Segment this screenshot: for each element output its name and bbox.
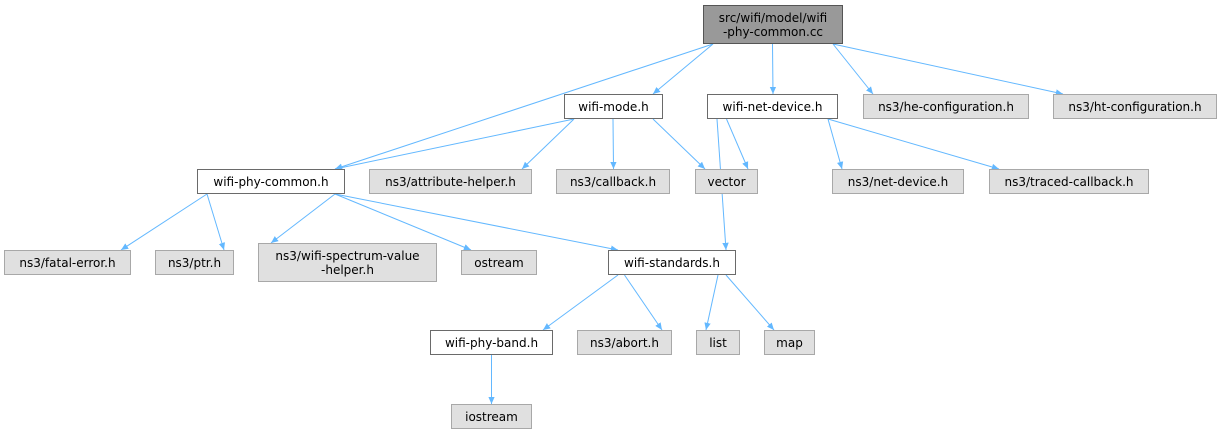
ht-configuration-h-node[interactable]: ns3/ht-configuration.h [1053, 94, 1217, 119]
node-label: map [776, 335, 803, 350]
node-label: ns3/abort.h [590, 335, 659, 350]
node-label: vector [707, 174, 746, 189]
vector-node[interactable]: vector [695, 169, 758, 194]
edge-wifi_mode-to-callback [610, 118, 617, 170]
node-label: wifi-phy-band.h [444, 335, 539, 350]
root-file-node[interactable]: src/wifi/model/wifi -phy-common.cc [703, 5, 843, 44]
callback-h-node[interactable]: ns3/callback.h [556, 169, 670, 194]
wifi-phy-common-h-node[interactable]: wifi-phy-common.h [197, 169, 345, 194]
node-label: ns3/wifi-spectrum-value -helper.h [275, 248, 420, 277]
fatal-error-h-node[interactable]: ns3/fatal-error.h [4, 250, 131, 275]
traced-callback-h-node[interactable]: ns3/traced-callback.h [989, 169, 1149, 194]
edge-wifi_mode-to-attribute_helper [521, 118, 575, 170]
abort-h-node[interactable]: ns3/abort.h [577, 330, 672, 355]
edge-wifi_mode-to-wifi_phy_common [334, 118, 575, 171]
wifi-mode-h-node[interactable]: wifi-mode.h [564, 94, 663, 119]
node-label: ns3/callback.h [569, 174, 657, 189]
wifi-standards-h-node[interactable]: wifi-standards.h [608, 250, 736, 275]
wifi-net-device-h-node[interactable]: wifi-net-device.h [707, 94, 838, 119]
edge-wifi_phy_common-to-fatal_error [120, 193, 208, 251]
edge-root-to-wifi_mode [652, 43, 714, 95]
node-label: list [709, 335, 727, 350]
edge-wifi_standards-to-map [725, 274, 775, 331]
node-label: wifi-net-device.h [722, 99, 823, 114]
list-node[interactable]: list [696, 330, 740, 355]
ptr-h-node[interactable]: ns3/ptr.h [155, 250, 234, 275]
edge-wifi_mode-to-vector [652, 118, 706, 170]
edge-wifi_standards-to-wifi_phy_band [542, 274, 619, 331]
edge-root-to-wifi_net_device [769, 43, 777, 95]
node-label: ns3/ptr.h [167, 255, 222, 270]
edge-wifi_phy_common-to-ptr [206, 193, 225, 251]
node-label: iostream [465, 409, 518, 424]
edge-wifi_net_device-to-traced_callback [827, 118, 1000, 171]
edge-wifi_standards-to-abort [624, 274, 663, 331]
node-label: wifi-phy-common.h [213, 174, 329, 189]
ostream-node[interactable]: ostream [461, 250, 537, 275]
he-configuration-h-node[interactable]: ns3/he-configuration.h [863, 94, 1029, 119]
edge-root-to-wifi_phy_common [334, 43, 714, 170]
iostream-node[interactable]: iostream [451, 404, 532, 429]
node-label: wifi-standards.h [624, 255, 720, 270]
node-label: ostream [474, 255, 524, 270]
node-label: ns3/traced-callback.h [1004, 174, 1134, 189]
node-label: src/wifi/model/wifi -phy-common.cc [718, 10, 828, 39]
attribute-helper-h-node[interactable]: ns3/attribute-helper.h [369, 169, 532, 194]
edge-root-to-he_configuration [832, 43, 874, 95]
node-label: wifi-mode.h [578, 99, 649, 114]
edge-wifi_net_device-to-net_device [827, 118, 844, 170]
net-device-h-node[interactable]: ns3/net-device.h [832, 169, 964, 194]
wifi-spectrum-value-helper-h-node[interactable]: ns3/wifi-spectrum-value -helper.h [258, 243, 437, 282]
edge-wifi_phy_common-to-wifi_standards [334, 193, 619, 252]
node-label: ns3/he-configuration.h [878, 99, 1014, 114]
node-label: ns3/fatal-error.h [19, 255, 116, 270]
wifi-phy-band-h-node[interactable]: wifi-phy-band.h [430, 330, 553, 355]
edge-wifi_standards-to-list [704, 274, 719, 331]
edge-root-to-ht_configuration [832, 43, 1064, 96]
map-node[interactable]: map [764, 330, 815, 355]
edge-wifi_net_device-to-vector [726, 118, 749, 170]
node-label: ns3/attribute-helper.h [385, 174, 516, 189]
node-label: ns3/net-device.h [847, 174, 949, 189]
edge-wifi_phy_common-to-spectrum_value_helper [270, 193, 336, 244]
node-label: ns3/ht-configuration.h [1068, 99, 1202, 114]
edge-wifi_phy_common-to-ostream [334, 193, 472, 251]
